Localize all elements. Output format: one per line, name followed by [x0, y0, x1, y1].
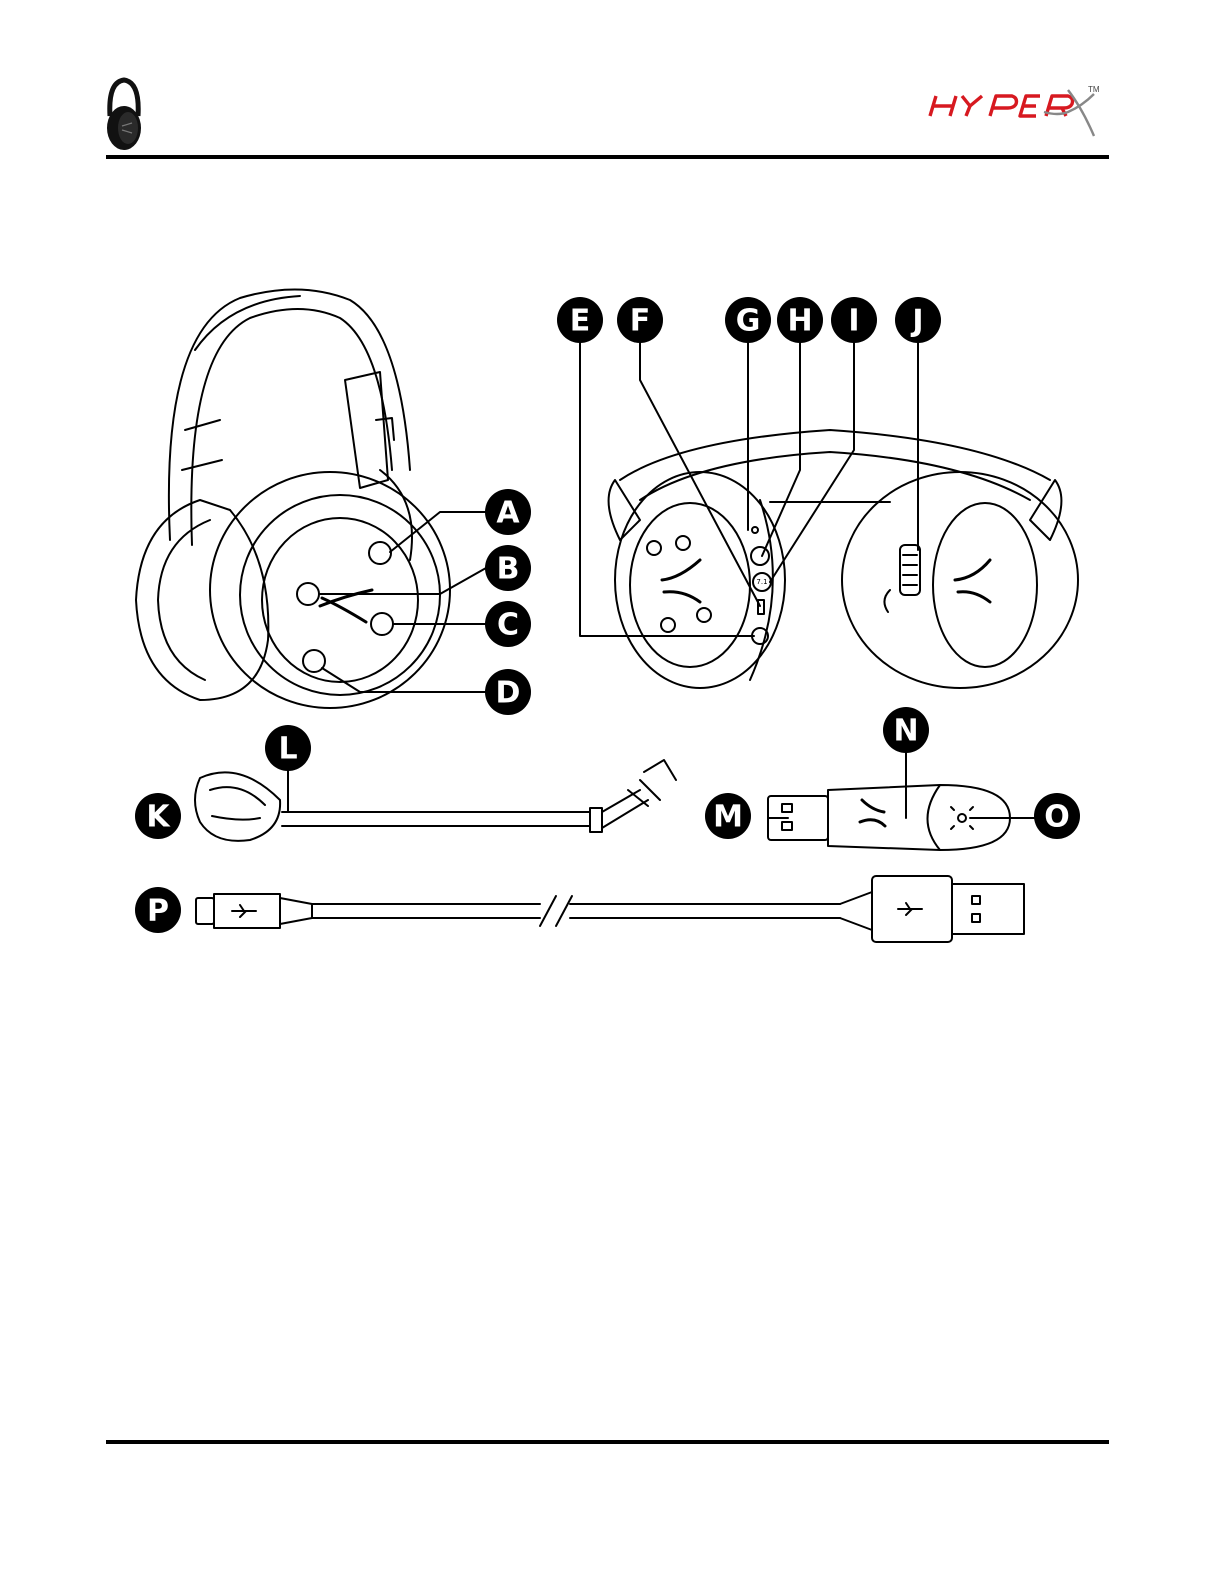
- callout-k: K: [135, 793, 181, 839]
- callout-b: B: [485, 545, 531, 591]
- svg-text:D: D: [496, 676, 521, 711]
- svg-text:K: K: [146, 800, 171, 835]
- svg-text:J: J: [910, 304, 923, 339]
- svg-text:E: E: [570, 304, 591, 339]
- svg-text:P: P: [147, 894, 169, 929]
- callout-n: N: [883, 707, 929, 753]
- svg-text:C: C: [497, 608, 519, 643]
- callout-c: C: [485, 601, 531, 647]
- callout-e: E: [557, 297, 603, 343]
- callout-o: O: [1034, 793, 1080, 839]
- svg-text:F: F: [630, 304, 651, 339]
- callout-d: D: [485, 669, 531, 715]
- svg-text:B: B: [497, 552, 520, 587]
- callout-m: M: [705, 793, 751, 839]
- svg-text:A: A: [496, 496, 520, 531]
- callout-f: F: [617, 297, 663, 343]
- usb-charging-cable: [196, 876, 1024, 942]
- callout-l: L: [265, 725, 311, 771]
- headset-front-view: [609, 430, 1078, 688]
- svg-text:N: N: [893, 714, 918, 749]
- detachable-microphone: [195, 760, 676, 841]
- svg-text:H: H: [787, 304, 812, 339]
- callout-h: H: [777, 297, 823, 343]
- callout-i: I: [831, 297, 877, 343]
- svg-text:I: I: [848, 304, 859, 339]
- svg-text:L: L: [278, 732, 297, 767]
- svg-text:M: M: [713, 800, 743, 835]
- callout-a: A: [485, 489, 531, 535]
- callout-p: P: [135, 887, 181, 933]
- headset-side-view: [136, 289, 450, 708]
- svg-text:G: G: [736, 304, 761, 339]
- svg-text:O: O: [1044, 800, 1070, 835]
- callout-j: J: [895, 297, 941, 343]
- surround-dial-label: 7.1: [756, 578, 767, 586]
- callout-g: G: [725, 297, 771, 343]
